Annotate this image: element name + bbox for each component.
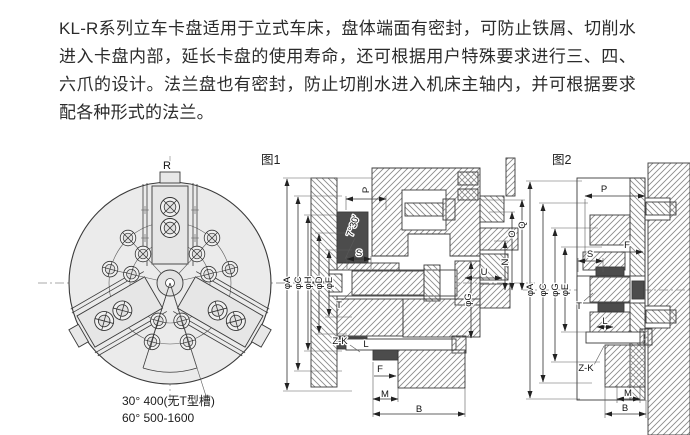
fig1-dim-t: T <box>336 300 342 311</box>
front-view-r-label: R <box>163 160 171 172</box>
figure1-title: 图1 <box>261 153 281 167</box>
fig1-dim-n: N <box>500 258 511 265</box>
fig1-dim-dia-e: φE <box>324 277 335 290</box>
fig2-dim-b: B <box>622 403 628 414</box>
fig1-dim-b: B <box>416 404 422 415</box>
fig1-dim-m: M <box>381 389 389 400</box>
chuck-wedge-sector <box>142 282 207 397</box>
fig1-dim-o: O <box>507 230 518 237</box>
fig1-dim-p: P <box>361 187 372 193</box>
fig2-dimension-lines <box>527 181 647 417</box>
fig2-parts <box>576 162 690 435</box>
fig2-dim-dia-c: φC <box>538 283 549 296</box>
chuck-jaw-assembly <box>68 171 272 357</box>
fig2-dim-p: P <box>601 184 607 195</box>
fig1-dim-q: Q <box>517 221 528 228</box>
fig2-dim-l: L <box>602 316 607 327</box>
front-view-note-line2: 60° 500-1600 <box>122 411 195 425</box>
technical-drawings: R 30° 400(无T型槽) 60° 500-1600 图1 <box>38 153 690 435</box>
fig1-dim-l: L <box>363 339 368 350</box>
fig1-dim-dia-d: φD <box>314 276 325 289</box>
front-view-note-line1: 30° 400(无T型槽) <box>122 394 215 408</box>
chuck-front-view: R 30° 400(无T型槽) 60° 500-1600 <box>38 156 300 425</box>
fig2-dim-m: M <box>624 388 632 399</box>
intro-paragraph: KL-R系列立车卡盘适用于立式车床，盘体端面有密封，可防止铁屑、切削水进入卡盘内… <box>59 19 636 122</box>
fig2-dim-z-k: Z-K <box>578 363 594 374</box>
fig1-dim-dia-c: φC <box>293 276 304 289</box>
fig1-dim-s: S <box>356 248 362 259</box>
fig2-dim-f: F <box>624 240 630 251</box>
fig2-dim-s: S <box>587 249 593 260</box>
figure2-section: 图2 <box>523 153 690 435</box>
fig1-dim-f: F <box>377 364 383 375</box>
figure1-section: 图1 <box>261 153 535 417</box>
fig1-dim-z-k: Z-K <box>332 336 348 347</box>
fig2-dim-t: T <box>576 301 582 312</box>
fig2-dim-dia-e: φE <box>560 284 571 297</box>
fig1-extension-lines <box>283 177 525 417</box>
fig1-dim-u: U <box>481 267 488 278</box>
fig1-dimension-lines <box>284 178 525 417</box>
fig1-dim-dia-h: φH <box>303 276 314 289</box>
figure2-title: 图2 <box>552 153 572 167</box>
fig1-dim-dia-g: φG <box>463 293 474 307</box>
fig1-dim-dia-a: φA <box>282 276 293 289</box>
fig2-dim-dia-a: φA <box>525 283 536 296</box>
fig2-dim-dia-g: φG <box>550 283 561 297</box>
